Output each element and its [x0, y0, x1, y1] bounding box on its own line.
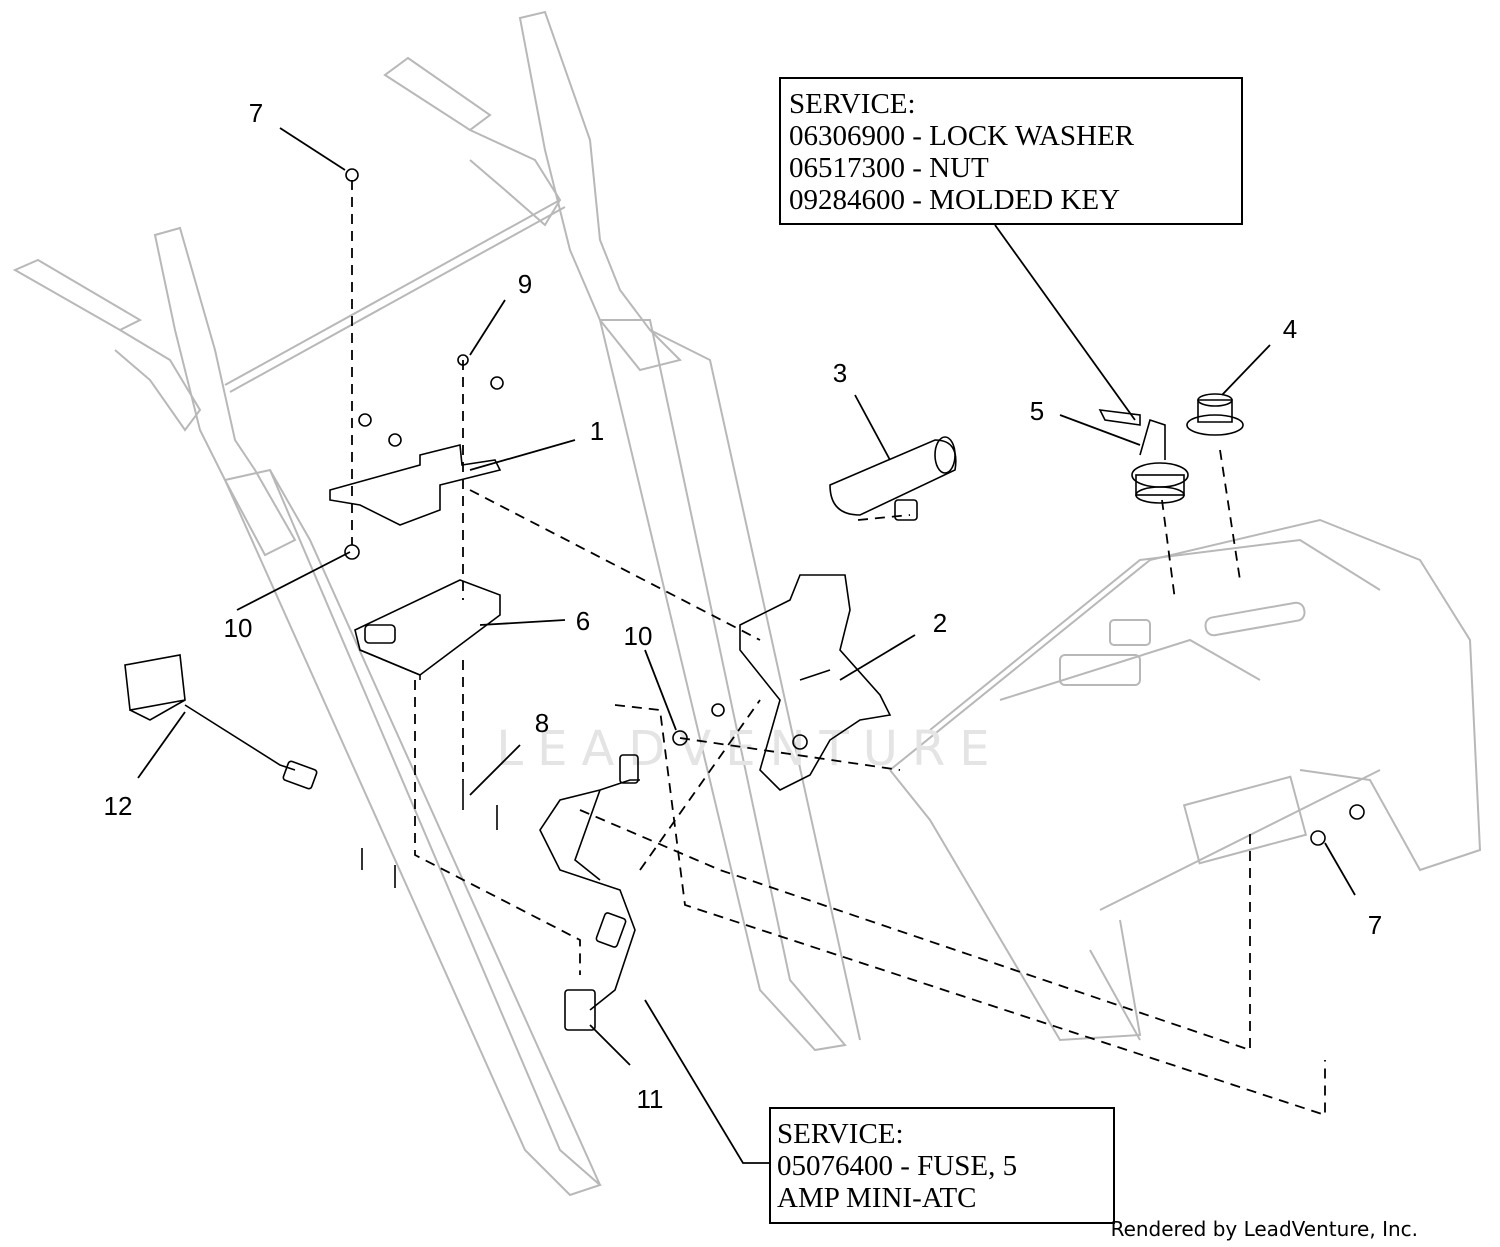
callout-11: 11	[637, 1084, 664, 1114]
callout-10-center: 10	[624, 621, 653, 651]
svg-text:05076400 - FUSE, 5: 05076400 - FUSE, 5	[777, 1150, 1017, 1182]
service-box-key-switch: SERVICE: 06306900 - LOCK WASHER 06517300…	[779, 77, 1243, 225]
callout-3: 3	[833, 358, 847, 388]
svg-text:AMP MINI-ATC: AMP MINI-ATC	[777, 1182, 977, 1214]
leader-lines	[137, 127, 1356, 1164]
watermark: LEADVENTURE	[496, 721, 1003, 777]
svg-text:SERVICE:: SERVICE:	[789, 88, 916, 120]
part-wiring-harness	[539, 754, 640, 1031]
callout-8: 8	[535, 708, 549, 738]
callout-numbers: 7 9 1 3 5 4 2 10 6 10 8 12 11 7	[104, 98, 1383, 1114]
part-control-module	[354, 579, 501, 680]
part-ignition-module-bracket	[329, 443, 502, 526]
part-knob	[1186, 393, 1244, 436]
callout-9: 9	[518, 269, 532, 299]
assembly-lines	[351, 180, 1326, 1117]
part-key-switch	[1098, 409, 1189, 504]
callout-5: 5	[1030, 396, 1044, 426]
part-mounting-bracket	[739, 574, 892, 791]
svg-text:SERVICE:: SERVICE:	[777, 1118, 904, 1150]
callout-2: 2	[933, 608, 947, 638]
dash-panel	[889, 518, 1482, 1042]
svg-text:06306900 - LOCK WASHER: 06306900 - LOCK WASHER	[789, 120, 1135, 152]
callout-10-left: 10	[224, 613, 253, 643]
footer-credit: Rendered by LeadVenture, Inc.	[1110, 1217, 1418, 1241]
handle-frame	[12, 10, 861, 1197]
callout-12: 12	[104, 791, 133, 821]
callout-1: 1	[590, 416, 604, 446]
service-box-fuse: SERVICE: 05076400 - FUSE, 5 AMP MINI-ATC	[769, 1107, 1115, 1224]
part-charger	[124, 654, 318, 790]
callout-7-right: 7	[1368, 910, 1382, 940]
callout-7-top: 7	[249, 98, 263, 128]
svg-text:09284600 - MOLDED KEY: 09284600 - MOLDED KEY	[789, 184, 1120, 216]
callout-4: 4	[1283, 314, 1297, 344]
part-battery	[829, 436, 957, 521]
part-hardware	[344, 168, 1365, 888]
callout-6: 6	[576, 606, 590, 636]
svg-text:06517300 - NUT: 06517300 - NUT	[789, 152, 989, 184]
